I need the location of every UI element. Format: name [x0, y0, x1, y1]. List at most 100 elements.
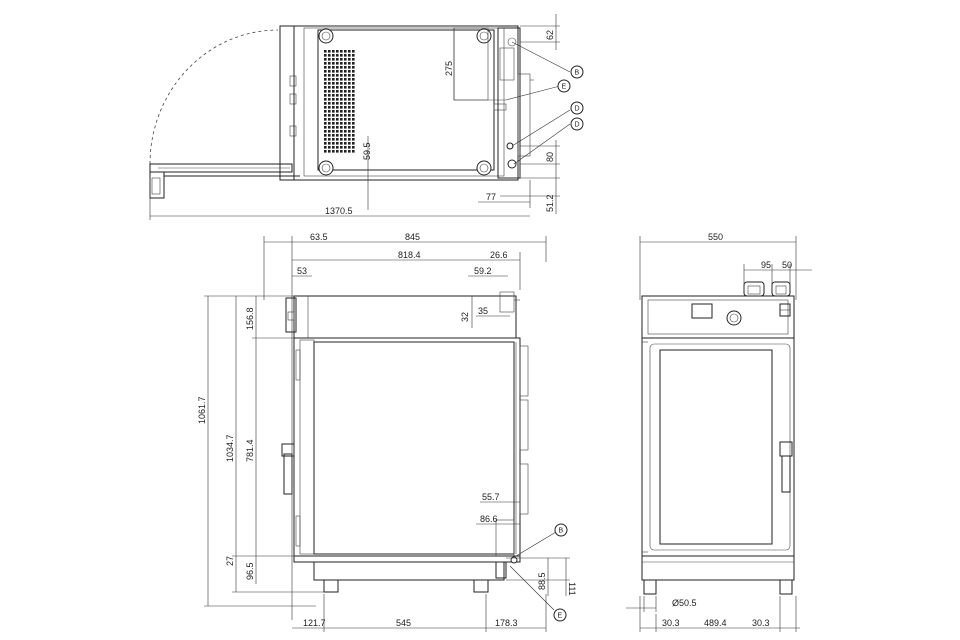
vent-hole	[340, 78, 343, 81]
vent-hole	[348, 150, 351, 153]
vent-hole	[332, 82, 335, 85]
vent-hole	[328, 134, 331, 137]
front-foot-left	[643, 579, 657, 595]
dim-55-7: 55.7	[482, 492, 500, 502]
vent-hole	[344, 62, 347, 65]
front-door-window	[659, 349, 773, 545]
vent-hole	[328, 86, 331, 89]
vent-hole	[352, 106, 355, 109]
vent-hole	[340, 86, 343, 89]
front-display	[691, 303, 713, 319]
vent-hole	[340, 102, 343, 105]
vent-hole	[336, 74, 339, 77]
vent-hole	[344, 134, 347, 137]
vent-hole	[336, 146, 339, 149]
vent-hole	[344, 118, 347, 121]
vent-hole	[348, 146, 351, 149]
vent-hole	[340, 106, 343, 109]
vent-hole	[328, 94, 331, 97]
vent-hole	[348, 66, 351, 69]
vent-hole	[336, 82, 339, 85]
side-base	[313, 561, 505, 581]
vent-hole	[348, 134, 351, 137]
vent-hole	[340, 110, 343, 113]
vent-hole	[332, 58, 335, 61]
vent-hole	[352, 94, 355, 97]
vent-hole	[348, 50, 351, 53]
vent-hole	[328, 150, 331, 153]
vent-hole	[332, 110, 335, 113]
vent-hole	[324, 146, 327, 149]
vent-hole	[328, 118, 331, 121]
vent-hole	[344, 50, 347, 53]
vent-hole	[332, 74, 335, 77]
open-door-panel	[149, 163, 293, 173]
vent-hole	[328, 102, 331, 105]
vent-hole	[344, 142, 347, 145]
dim-1061-7: 1061.7	[197, 396, 207, 424]
vent-hole	[336, 58, 339, 61]
vent-hole	[324, 102, 327, 105]
vent-hole	[348, 130, 351, 133]
vent-hole	[340, 138, 343, 141]
vent-hole	[340, 58, 343, 61]
vent-hole	[328, 142, 331, 145]
dim-86-6: 86.6	[480, 514, 498, 524]
oven-body-plan	[293, 25, 519, 181]
vent-hole	[324, 138, 327, 141]
vent-hole	[352, 58, 355, 61]
dim-275: 275	[444, 61, 454, 76]
vent-hole	[324, 122, 327, 125]
vent-hole	[344, 82, 347, 85]
vent-hole	[336, 86, 339, 89]
dim-1370-5: 1370.5	[325, 206, 353, 216]
vent-hole	[344, 102, 347, 105]
vent-hole	[332, 106, 335, 109]
vent-hole	[328, 146, 331, 149]
front-base	[641, 555, 795, 581]
vent-hole	[340, 90, 343, 93]
vent-hole	[352, 70, 355, 73]
vent-hole	[324, 150, 327, 153]
vent-hole	[336, 110, 339, 113]
dim-diameter-50-5: Ø50.5	[672, 598, 697, 608]
vent-hole	[344, 66, 347, 69]
vent-hole	[352, 74, 355, 77]
vent-hole	[336, 142, 339, 145]
dim-95: 95	[761, 260, 771, 270]
vent-hole	[352, 126, 355, 129]
vent-hole	[332, 134, 335, 137]
vent-hole	[324, 70, 327, 73]
dim-27: 27	[225, 556, 235, 566]
water-inlet-connector	[507, 159, 517, 169]
dim-77: 77	[486, 192, 496, 202]
callout-d1-top	[570, 101, 584, 115]
vent-hole	[348, 54, 351, 57]
dim-781-4: 781.4	[245, 439, 255, 462]
vent-hole	[348, 58, 351, 61]
vent-hole	[344, 90, 347, 93]
vent-hole	[332, 50, 335, 53]
vent-hole	[332, 86, 335, 89]
vent-hole	[336, 50, 339, 53]
dim-51-2: 51.2	[545, 194, 555, 212]
vent-grid	[324, 50, 355, 153]
vent-hole	[336, 126, 339, 129]
vent-hole	[324, 90, 327, 93]
vent-hole	[336, 138, 339, 141]
vent-hole	[344, 86, 347, 89]
dim-96-5: 96.5	[245, 562, 255, 580]
vent-hole	[332, 150, 335, 153]
vent-hole	[348, 102, 351, 105]
vent-hole	[336, 70, 339, 73]
vent-hole	[336, 118, 339, 121]
vent-hole	[328, 74, 331, 77]
dim-59-5: 59.5	[362, 142, 372, 160]
vent-hole	[348, 122, 351, 125]
callout-b-side	[554, 523, 568, 537]
vent-hole	[332, 118, 335, 121]
vent-hole	[332, 98, 335, 101]
callout-e-top-label: E	[562, 84, 567, 91]
vent-hole	[324, 130, 327, 133]
dim-1034-7: 1034.7	[225, 434, 235, 462]
